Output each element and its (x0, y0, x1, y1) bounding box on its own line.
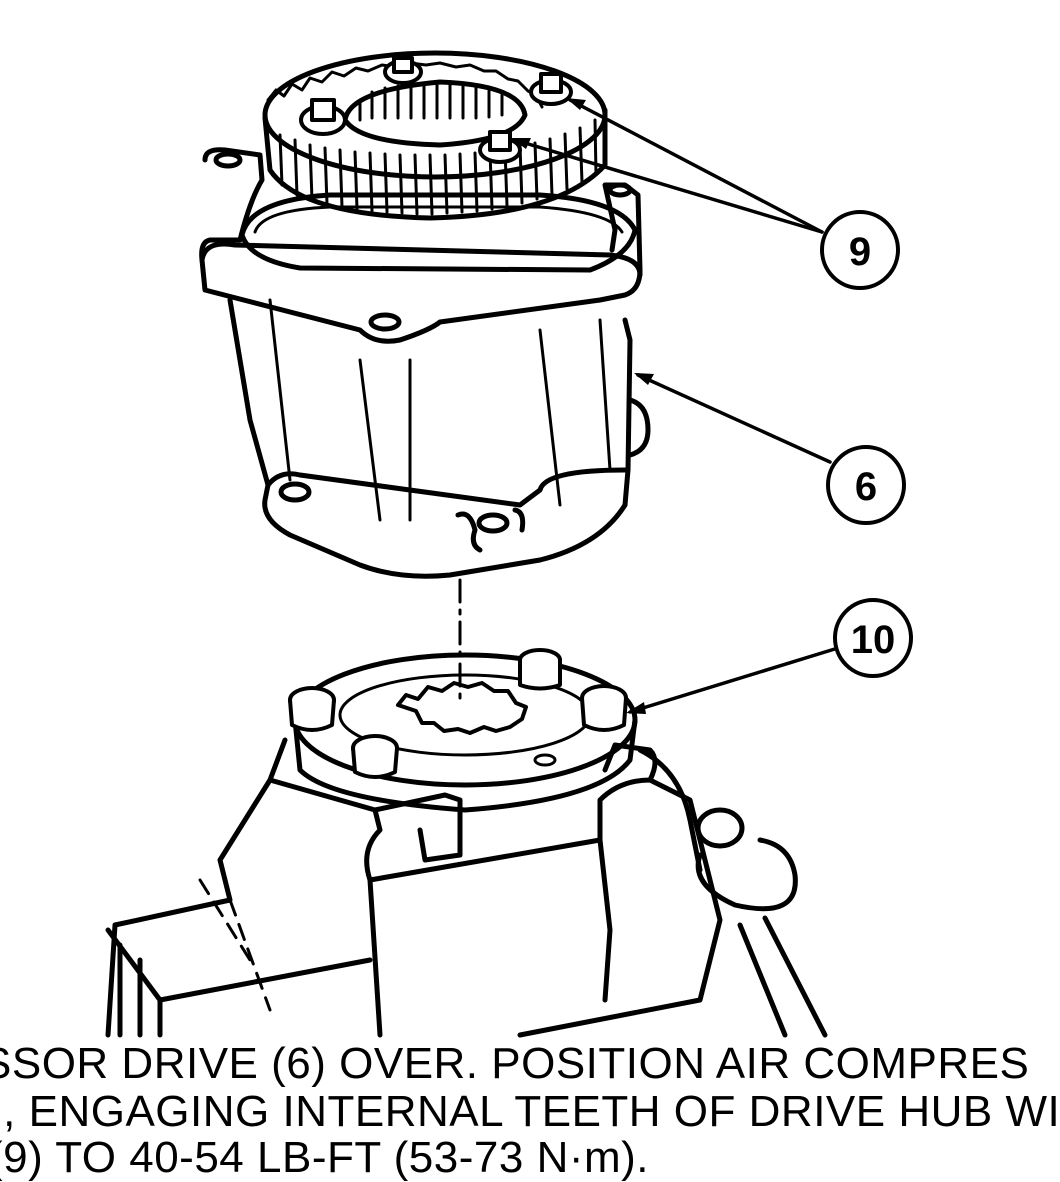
leader-lines (513, 98, 840, 714)
caption-line-3: (9) TO 40-54 LB-FT (53-73 N·m). (0, 1133, 650, 1182)
callout-6-balloon (826, 445, 906, 525)
callout-6: 6 (855, 465, 877, 509)
cap-screws (299, 56, 573, 164)
vise-mounted-base (105, 648, 828, 1038)
instruction-caption: SSOR DRIVE (6) OVER. POSITION AIR COMPRE… (0, 1030, 1060, 1180)
caption-line-2: ), ENGAGING INTERNAL TEETH OF DRIVE HUB … (0, 1087, 1060, 1136)
callout-10: 10 (851, 618, 896, 662)
drive-hub-gear (262, 50, 608, 221)
callout-9: 9 (849, 230, 871, 274)
air-compressor-drive-housing (199, 147, 651, 579)
callout-10-balloon (833, 598, 913, 678)
caption-line-1: SSOR DRIVE (6) OVER. POSITION AIR COMPRE… (0, 1039, 1030, 1088)
exploded-assembly-illustration: 9 6 10 (105, 50, 913, 1038)
arrowheads (511, 98, 654, 714)
callout-9-balloon (820, 210, 900, 290)
